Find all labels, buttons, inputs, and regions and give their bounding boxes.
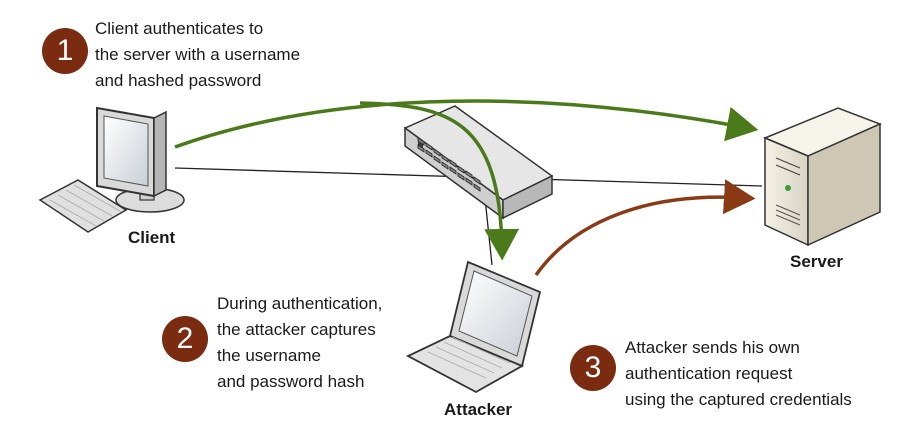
network-switch-icon: [403, 105, 554, 220]
step-1-text: Client authenticates to the server with …: [95, 19, 301, 90]
step-3-text: Attacker sends his own authentication re…: [625, 338, 852, 409]
desktop-computer-icon: [38, 106, 185, 233]
laptop-icon: [405, 260, 542, 394]
step-3-badge: 3: [570, 345, 616, 391]
attacker-label: Attacker: [444, 400, 513, 419]
step-2-badge: 2: [162, 316, 208, 362]
server-tower-icon: [763, 107, 882, 247]
capture-to-attacker-arrow: [359, 101, 520, 261]
client-to-server-arrow: [174, 99, 759, 149]
step-2-text: During authentication, the attacker capt…: [217, 294, 383, 391]
attacker-to-server-arrow: [534, 179, 756, 277]
server-label: Server: [790, 252, 843, 271]
client-label: Client: [128, 228, 176, 247]
step-1-badge: 1: [42, 28, 88, 74]
